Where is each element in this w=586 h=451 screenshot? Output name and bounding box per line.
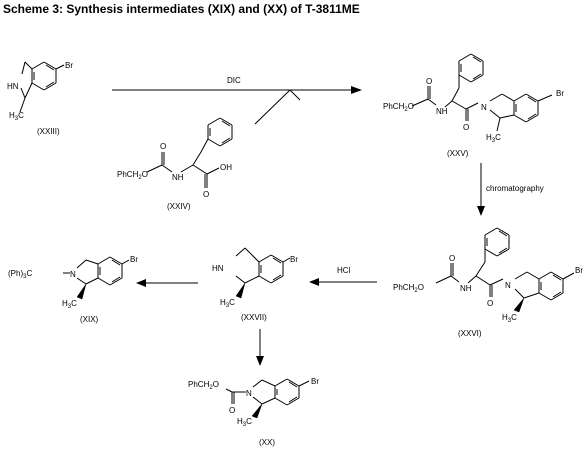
xxvi-ch3-label: H3C	[502, 313, 517, 324]
xix-ch3-label: H3C	[62, 299, 77, 310]
xxvii-compound-label: (XXVII)	[241, 313, 267, 322]
xxvi-br-label: Br	[575, 266, 583, 275]
xxiv-compound-label: (XXIV)	[167, 202, 191, 211]
xix-br-label: Br	[130, 255, 138, 264]
xxvi-n-label: N	[505, 281, 511, 290]
compound-xxv: PhCH2O O NH O N Br H3C (XXV)	[383, 53, 564, 158]
xxv-cbz-o-label: O	[426, 77, 432, 86]
reaction-arrow-to-xix	[136, 279, 198, 287]
xx-carbonyl-o-label: O	[229, 406, 235, 415]
xxvii-nh-label: HN	[212, 264, 224, 273]
xxiii-ch3-label: H3C	[9, 111, 24, 122]
xxiii-nh-label: HN	[7, 82, 19, 91]
compound-xxvi: PhCH2O O NH O N Br H3C (XXVI)	[393, 227, 583, 338]
hcl-label: HCl	[337, 266, 351, 275]
compound-xxvii: HN Br H3C (XXVII)	[212, 247, 298, 322]
xx-compound-label: (XX)	[259, 438, 275, 447]
compound-xix: (Ph)3C N Br H3C (XIX)	[8, 255, 138, 324]
xxiv-phch2o-label: PhCH2O	[117, 170, 148, 181]
reaction-arrow-to-xx	[256, 329, 264, 366]
xix-trityl-label: (Ph)3C	[8, 269, 32, 280]
xxv-phch2o-label: PhCH2O	[383, 102, 414, 113]
compound-xxiv: OH O NH O PhCH2O (XXIV)	[117, 117, 233, 211]
xxiii-br-label: Br	[65, 61, 73, 70]
xx-br-label: Br	[311, 377, 319, 386]
xx-ch3-label: H3C	[237, 417, 252, 428]
xxvii-br-label: Br	[290, 255, 298, 264]
reaction-arrow-chromatography: chromatography	[477, 163, 544, 216]
scheme-title: Scheme 3: Synthesis intermediates (XIX) …	[3, 2, 360, 16]
xxv-n-label: N	[481, 103, 487, 112]
xxvii-ch3-label: H3C	[220, 298, 235, 309]
reaction-arrow-dic: DIC	[112, 76, 362, 125]
xx-phch2o-label: PhCH2O	[188, 380, 219, 391]
chromatography-label: chromatography	[486, 184, 544, 193]
dic-label: DIC	[227, 76, 241, 85]
xxv-br-label: Br	[556, 89, 564, 98]
xxvi-phch2o-label: PhCH2O	[393, 283, 424, 294]
xxv-nh-label: NH	[436, 107, 448, 116]
compound-xx: PhCH2O N O Br H3C (XX)	[188, 377, 319, 447]
compound-xxiii: HN Br H3C (XXIII)	[7, 61, 73, 136]
xxiv-carbonyl-o-label: O	[203, 190, 209, 199]
xix-n-label: N	[70, 270, 76, 279]
xxv-amide-o-label: O	[463, 123, 469, 132]
xix-compound-label: (XIX)	[80, 315, 99, 324]
xxiv-oh-label: OH	[220, 163, 232, 172]
xxiii-compound-label: (XXIII)	[37, 127, 60, 136]
xx-n-label: N	[246, 389, 252, 398]
reaction-arrow-hcl: HCl	[309, 266, 377, 286]
xxvi-amide-o-label: O	[487, 299, 493, 308]
xxiv-cbz-o-label: O	[160, 142, 166, 151]
xxv-ch3-label: H3C	[486, 133, 501, 144]
xxiv-nh-label: NH	[172, 173, 184, 182]
xxvi-cbz-o-label: O	[449, 254, 455, 263]
xxv-compound-label: (XXV)	[447, 149, 469, 158]
xxvi-nh-label: NH	[460, 284, 472, 293]
xxvi-compound-label: (XXVI)	[458, 329, 482, 338]
